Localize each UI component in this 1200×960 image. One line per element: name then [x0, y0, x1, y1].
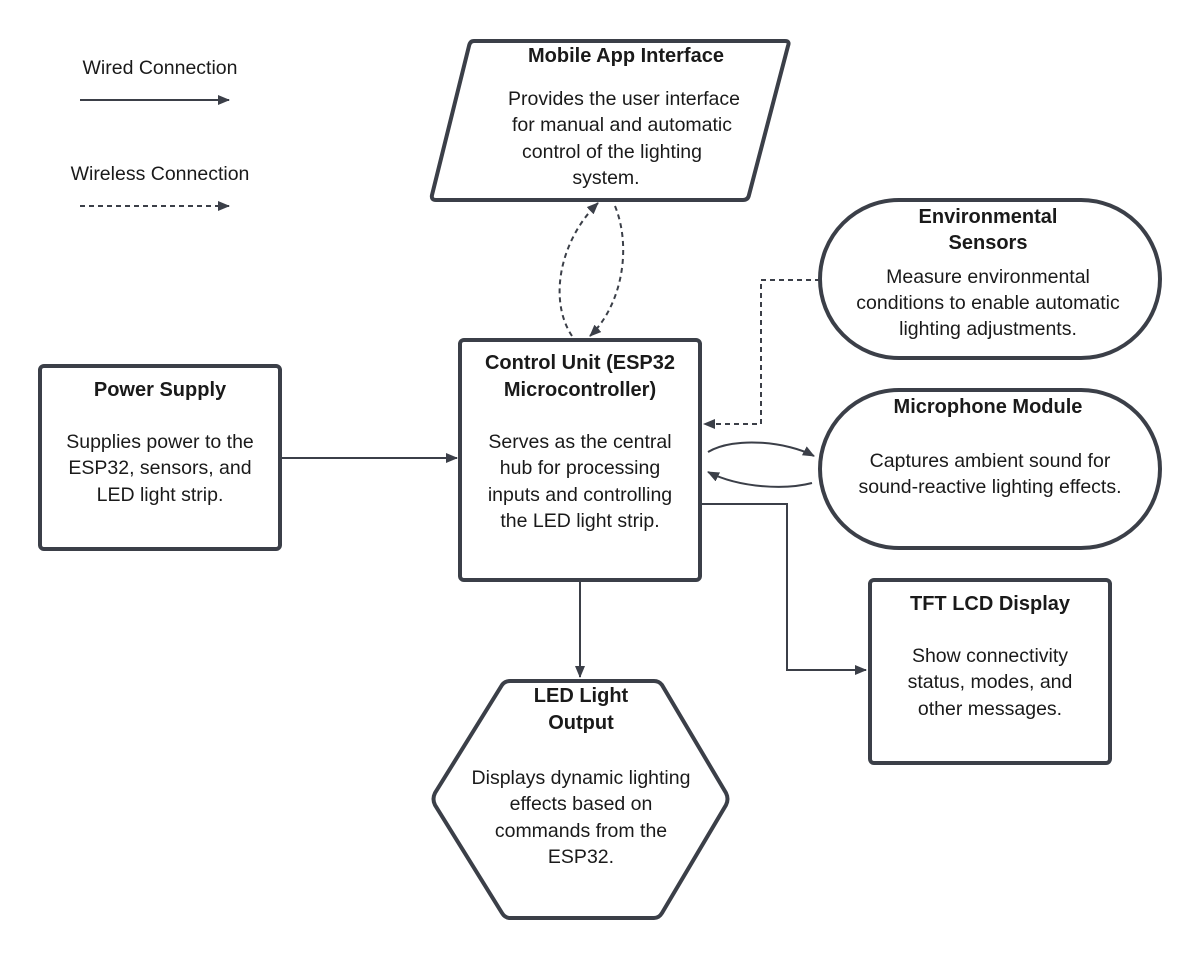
mic-to-control-arrow [707, 471, 813, 488]
microphone-shape [818, 388, 1162, 550]
environmental-sensors-node[interactable]: Environmental Sensors Measure environmen… [818, 198, 1162, 360]
power-supply-desc-line: Supplies power to the [66, 431, 254, 453]
control-unit-desc-line: hub for processing [500, 457, 660, 479]
microphone-desc-line: sound-reactive lighting effects. [858, 476, 1121, 498]
control-unit-title: Microcontroller) [504, 379, 656, 401]
microphone-title: Microphone Module [894, 396, 1083, 418]
control-unit-desc-line: Serves as the central [488, 431, 671, 453]
mobile-app-title: Mobile App Interface [528, 45, 724, 67]
led-output-node[interactable]: LED Light Output Displays dynamic lighti… [431, 679, 730, 920]
led-output-desc-line: effects based on [510, 793, 653, 815]
microphone-desc-line: Captures ambient sound for [870, 450, 1111, 472]
environmental-sensors-shape [818, 198, 1162, 360]
legend: Wired Connection Wireless Connection [71, 57, 250, 211]
mobile-app-desc-line: control of the lighting [522, 141, 702, 163]
led-output-desc-line: ESP32. [548, 846, 614, 868]
power-supply-desc-line: ESP32, sensors, and [68, 457, 251, 479]
led-output-title: LED Light [534, 685, 629, 707]
mobile-app-desc-line: Provides the user interface [508, 88, 740, 110]
sensors-to-control-arrow [703, 279, 820, 429]
environmental-sensors-desc-line: lighting adjustments. [899, 318, 1077, 340]
legend-wireless-label: Wireless Connection [71, 163, 250, 185]
environmental-sensors-title: Environmental [919, 206, 1058, 228]
tft-display-title: TFT LCD Display [910, 593, 1071, 615]
control-unit-desc-line: the LED light strip. [500, 510, 659, 532]
power-supply-node[interactable]: Power Supply Supplies power to the ESP32… [38, 364, 282, 551]
led-output-shape [431, 679, 730, 920]
environmental-sensors-desc-line: Measure environmental [886, 266, 1090, 288]
control-unit-shape [458, 338, 702, 582]
tft-display-shape [868, 578, 1112, 765]
control-to-display-arrow [702, 503, 867, 675]
mobile-app-desc-line: for manual and automatic [512, 114, 732, 136]
tft-display-desc-line: other messages. [918, 698, 1062, 720]
app-to-control-arrow [589, 205, 625, 337]
control-unit-node[interactable]: Control Unit (ESP32 Microcontroller) Ser… [458, 338, 702, 582]
tft-display-desc-line: Show connectivity [912, 645, 1068, 667]
power-supply-title: Power Supply [94, 379, 227, 401]
microphone-node[interactable]: Microphone Module Captures ambient sound… [818, 388, 1162, 550]
connectors [282, 202, 867, 678]
legend-wired-label: Wired Connection [83, 57, 238, 79]
led-output-desc-line: Displays dynamic lighting [472, 767, 691, 789]
control-unit-title: Control Unit (ESP32 [485, 352, 675, 374]
control-to-app-arrow [558, 202, 599, 337]
environmental-sensors-title: Sensors [949, 232, 1028, 254]
environmental-sensors-desc-line: conditions to enable automatic [856, 292, 1120, 314]
mobile-app-desc-line: system. [572, 167, 639, 189]
power-supply-shape [38, 364, 282, 551]
power-supply-desc-line: LED light strip. [97, 484, 224, 506]
tft-display-desc-line: status, modes, and [908, 671, 1073, 693]
mobile-app-shape [429, 39, 791, 202]
led-output-desc-line: commands from the [495, 820, 667, 842]
led-output-title: Output [548, 712, 614, 734]
control-to-mic-arrow [707, 441, 815, 457]
mobile-app-node[interactable]: Mobile App Interface Provides the user i… [429, 39, 791, 202]
control-unit-desc-line: inputs and controlling [488, 484, 672, 506]
tft-display-node[interactable]: TFT LCD Display Show connectivity status… [868, 578, 1112, 765]
